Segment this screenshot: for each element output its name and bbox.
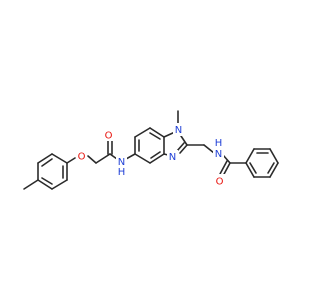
imine-ring-nitrogen-label: N xyxy=(169,152,176,163)
imine-double-bond xyxy=(176,142,185,152)
aromatic-inner-bond xyxy=(41,177,53,185)
bond xyxy=(203,144,215,154)
bond xyxy=(134,153,151,164)
bond xyxy=(149,153,165,164)
bond xyxy=(87,155,97,164)
label-backdrop xyxy=(214,174,225,187)
oxyacetamide-linker xyxy=(87,139,136,164)
right-carbonyl-oxygen-label: O xyxy=(216,177,224,188)
bond xyxy=(51,153,68,164)
aryl-oxygen-bond xyxy=(66,157,76,164)
aromatic-inner-bond xyxy=(267,162,275,174)
aromatic-inner-bond xyxy=(149,132,161,140)
left-amide-hydrogen-label: H xyxy=(118,167,126,178)
aromatic-inner-bond xyxy=(150,151,161,159)
molecule-structure-drawing: O O N H N N H N O xyxy=(23,110,279,190)
bond xyxy=(95,153,111,164)
ether-oxygen-label: O xyxy=(78,152,86,163)
bond xyxy=(37,153,53,164)
imine-double-bond xyxy=(179,144,188,154)
bond xyxy=(269,162,279,178)
bond xyxy=(245,162,255,178)
label-backdrop xyxy=(116,155,127,177)
bond xyxy=(222,154,231,164)
benzimidazole-core xyxy=(134,110,188,164)
ethyl-benzamide xyxy=(186,144,279,178)
label-backdrop xyxy=(213,138,224,160)
label-backdrop xyxy=(103,128,114,141)
aromatic-inner-bond xyxy=(249,162,257,174)
atom-labels: O O N H N N H N O xyxy=(76,123,225,188)
methylated-ring-nitrogen-label: N xyxy=(175,125,182,136)
bond xyxy=(180,135,188,146)
carbonyl-double-bond xyxy=(219,160,228,175)
bond xyxy=(51,179,68,190)
label-backdrop xyxy=(167,150,178,163)
bond xyxy=(269,148,279,164)
left-carbonyl-oxygen-label: O xyxy=(105,131,113,142)
right-amide-nitrogen-label: N xyxy=(215,149,222,160)
tolyl-ring xyxy=(23,153,76,190)
bond xyxy=(134,127,151,138)
label-backdrop xyxy=(76,149,87,162)
left-amide-nitrogen-label: N xyxy=(118,157,125,168)
bond xyxy=(37,179,53,190)
bond xyxy=(149,127,165,138)
bond xyxy=(109,153,118,160)
label-backdrop xyxy=(173,123,184,136)
bond xyxy=(245,148,255,164)
aromatic-inner-bond xyxy=(41,158,53,167)
carbonyl-double-bond xyxy=(222,162,231,177)
methyl-bond xyxy=(23,179,39,190)
right-amide-hydrogen-label: H xyxy=(215,138,223,149)
bond xyxy=(125,153,136,160)
